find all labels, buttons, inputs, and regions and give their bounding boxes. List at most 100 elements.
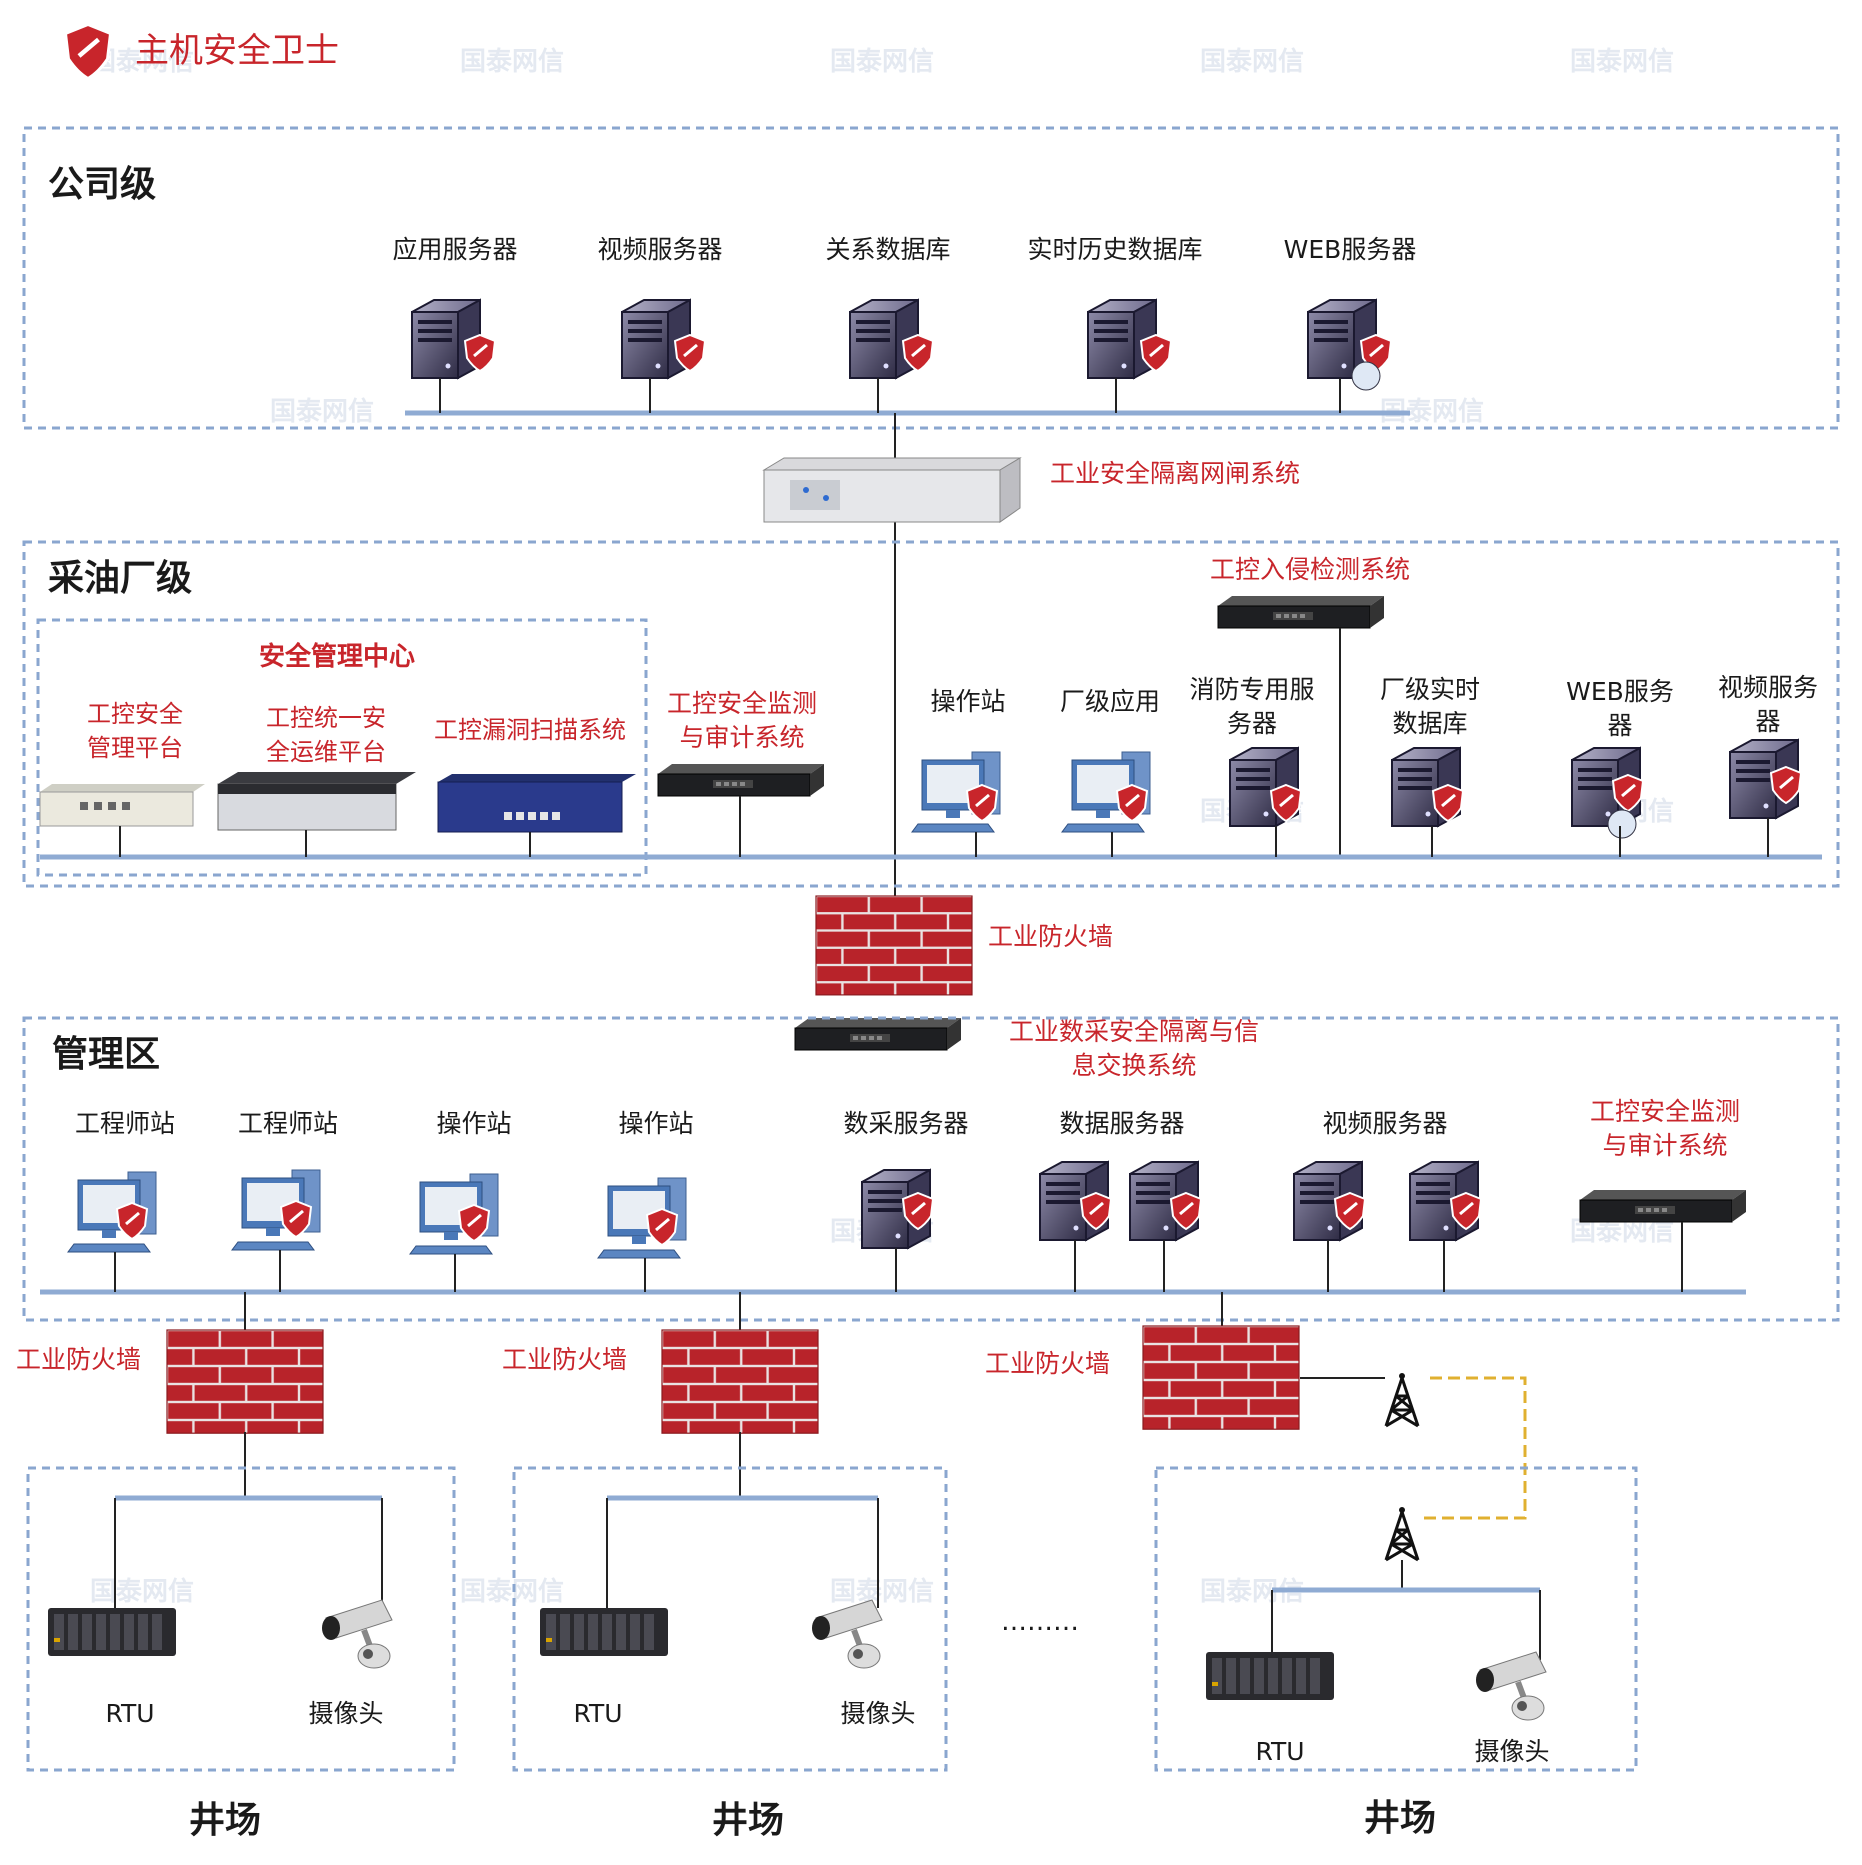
plant-node-label: 消防专用服 <box>1189 675 1314 704</box>
workstation-icon <box>409 1173 499 1255</box>
zone-label-plant: 采油厂级 <box>48 558 192 599</box>
watermark: 国泰网信 <box>90 1577 194 1607</box>
plant-node-label: 务器 <box>1227 709 1277 738</box>
camera-icon <box>1476 1652 1546 1720</box>
firewall-label: 工业防火墙 <box>985 1349 1110 1378</box>
tower-icon <box>1384 1371 1420 1428</box>
camera-icon <box>322 1600 392 1668</box>
watermark: 国泰网信 <box>830 47 934 77</box>
workstation-icon <box>231 1169 321 1251</box>
sc-item-line1: 工控漏洞扫描系统 <box>434 716 626 744</box>
zone-label-company: 公司级 <box>48 164 156 205</box>
plant-node-label: 器 <box>1607 711 1632 740</box>
watermark: 国泰网信 <box>460 1577 564 1607</box>
server-label: 应用服务器 <box>392 235 517 264</box>
firewall-icon <box>661 1329 819 1434</box>
plant-node-label: WEB服务 <box>1566 677 1674 706</box>
firewall-label: 工业防火墙 <box>502 1345 627 1374</box>
header: 主机安全卫士 <box>66 25 339 79</box>
data-isolation-device <box>794 1017 962 1051</box>
server-icon <box>861 1169 935 1249</box>
sc-device-3 <box>437 774 636 833</box>
plant-node-label: 厂级应用 <box>1060 687 1160 716</box>
mgmt-audit-line1: 工控安全监测 <box>1590 1097 1740 1126</box>
sc-item-line1: 工控统一安 <box>266 704 386 732</box>
firewall-label: 工业防火墙 <box>16 1345 141 1374</box>
camera-label: 摄像头 <box>308 1699 383 1728</box>
zone-label-management: 管理区 <box>52 1034 160 1075</box>
server-icon <box>1729 739 1803 819</box>
zone-plant <box>22 540 1840 888</box>
well-zone <box>26 1466 456 1772</box>
ids-label: 工控入侵检测系统 <box>1210 555 1410 584</box>
server-label: WEB服务器 <box>1284 235 1417 264</box>
mgmt-node-label: 工程师站 <box>75 1109 175 1138</box>
server-icon <box>1087 299 1173 379</box>
well-zone <box>1154 1466 1638 1772</box>
ids-device <box>1217 595 1385 629</box>
zone-company <box>22 126 1840 430</box>
security-center-title: 安全管理中心 <box>259 641 415 672</box>
rtu-label: RTU <box>573 1699 622 1728</box>
server-label: 实时历史数据库 <box>1027 235 1202 264</box>
sc-device-1 <box>39 784 205 827</box>
mgmt-node-label: 视频服务器 <box>1322 1109 1447 1138</box>
mgmt-node-label: 操作站 <box>436 1109 511 1138</box>
watermark: 国泰网信 <box>1570 47 1674 77</box>
sc-item-line1: 工控安全 <box>87 700 183 728</box>
mgmt-node-label: 工程师站 <box>238 1109 338 1138</box>
firewall-main-label: 工业防火墙 <box>988 922 1113 951</box>
gatekeeper-label: 工业安全隔离网闸系统 <box>1050 459 1300 488</box>
wireless-path <box>1418 1376 1527 1520</box>
mgmt-audit-line2: 与审计系统 <box>1602 1131 1727 1160</box>
server-icon <box>1391 747 1465 827</box>
workstation-icon <box>67 1171 157 1253</box>
mgmt-node-label: 数采服务器 <box>843 1109 968 1138</box>
mgmt-node-label: 数据服务器 <box>1059 1109 1184 1138</box>
well-title: 井场 <box>189 1800 261 1841</box>
server-icon <box>1293 1161 1367 1241</box>
server-icon <box>1039 1161 1113 1241</box>
zone-management <box>22 1016 1840 1322</box>
server-icon <box>1307 299 1393 391</box>
firewall-icon <box>1142 1325 1300 1430</box>
sc-item-line2: 管理平台 <box>87 734 183 762</box>
plant-node-label: 操作站 <box>930 687 1005 716</box>
sc-device-2 <box>217 772 416 831</box>
workstation-icon <box>1061 751 1151 833</box>
server-icon <box>1409 1161 1483 1241</box>
rtu-icon <box>540 1608 668 1656</box>
camera-icon <box>812 1600 882 1668</box>
rtu-icon <box>48 1608 176 1656</box>
rtu-icon <box>1206 1652 1334 1700</box>
camera-label: 摄像头 <box>840 1699 915 1728</box>
plant-node-label: 器 <box>1755 707 1780 736</box>
sc-item-line2: 全运维平台 <box>266 738 386 766</box>
page-title: 主机安全卫士 <box>135 31 339 71</box>
watermark: 国泰网信 <box>1200 47 1304 77</box>
server-label: 关系数据库 <box>825 235 950 264</box>
well-zone <box>512 1466 948 1772</box>
rtu-label: RTU <box>1255 1737 1304 1766</box>
plant-audit-line1: 工控安全监测 <box>667 689 817 718</box>
tower-icon <box>1384 1505 1420 1562</box>
server-icon <box>411 299 497 379</box>
workstation-icon <box>597 1177 687 1259</box>
plant-audit-line2: 与审计系统 <box>679 723 804 752</box>
workstation-icon <box>911 751 1001 833</box>
well-title: 井场 <box>1364 1798 1436 1839</box>
gatekeeper-device <box>762 457 1022 523</box>
plant-node-label: 厂级实时 <box>1380 675 1480 704</box>
server-icon <box>1129 1161 1203 1241</box>
watermark: 国泰网信 <box>270 397 374 427</box>
server-label: 视频服务器 <box>597 235 722 264</box>
server-icon <box>1571 747 1645 839</box>
mgmt-audit-device <box>1579 1189 1747 1223</box>
security-center-box <box>36 618 648 877</box>
ellipsis: ……… <box>1001 1607 1079 1637</box>
data-isolation-line2: 息交换系统 <box>1071 1051 1196 1080</box>
plant-node-label: 数据库 <box>1392 709 1467 738</box>
plant-audit-device <box>657 763 825 797</box>
data-isolation-line1: 工业数采安全隔离与信 <box>1009 1017 1259 1046</box>
